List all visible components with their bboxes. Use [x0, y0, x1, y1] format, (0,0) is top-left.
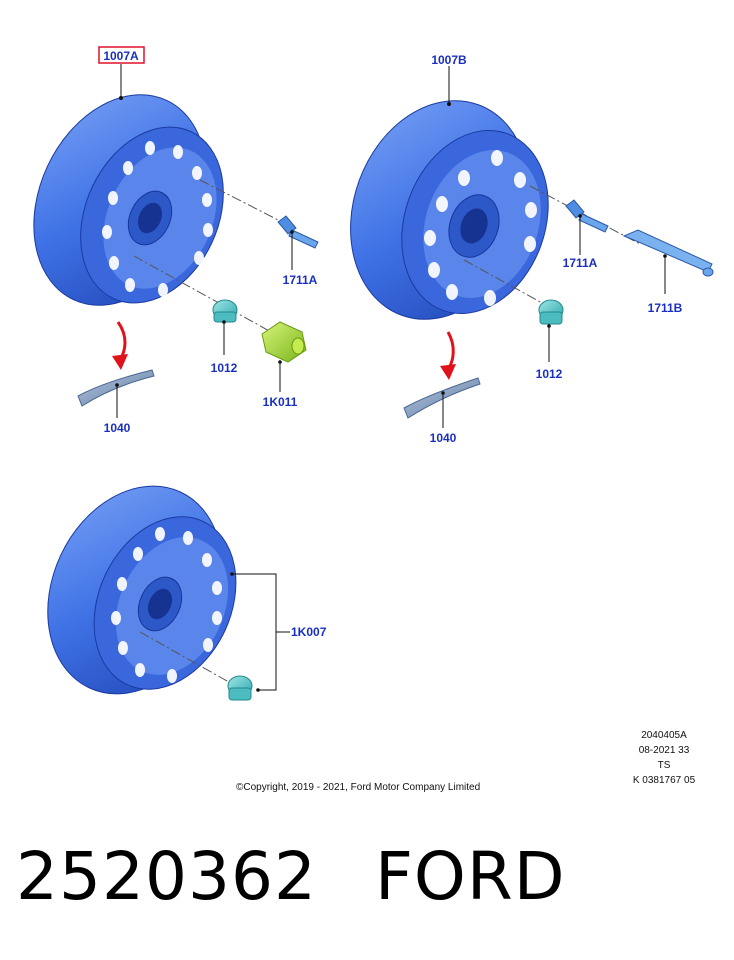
valve-stem-1711a-right — [565, 199, 609, 233]
valve-stem-1711a-left — [277, 215, 319, 249]
lock-nut-1k011 — [261, 321, 307, 363]
wheel-kit-1k007 — [47, 485, 237, 695]
drawing-meta: 2040405A 08-2021 33 TS K 0381767 05 — [604, 728, 724, 788]
callout-1012-right[interactable]: 1012 — [536, 367, 563, 381]
valve-extension-1711b — [622, 229, 714, 277]
caption: 2520362 FORD — [16, 838, 566, 915]
callout-1040-right[interactable]: 1040 — [430, 431, 457, 445]
wheel-1007a — [33, 94, 224, 306]
lug-nut-1012-left — [212, 299, 238, 323]
lug-nut-1012-right — [538, 299, 564, 325]
wheel-weight-1040-left — [77, 369, 155, 407]
drawing-code: 2040405A — [641, 730, 687, 741]
lug-nut-kit — [227, 675, 253, 701]
red-arrow-left — [112, 321, 128, 370]
callout-1711a-right[interactable]: 1711A — [563, 256, 598, 270]
callout-1007a[interactable]: 1007A — [103, 49, 139, 63]
red-arrow-right — [440, 331, 456, 380]
callout-1711a-left[interactable]: 1711A — [283, 273, 318, 287]
callout-1040-left[interactable]: 1040 — [104, 421, 131, 435]
part-number: 2520362 — [16, 838, 317, 915]
callout-1012-left[interactable]: 1012 — [211, 361, 238, 375]
drawing-ref: K 0381767 05 — [632, 775, 696, 786]
callout-1007b[interactable]: 1007B — [431, 53, 467, 67]
brand-name: FORD — [374, 838, 566, 915]
copyright-notice: ©Copyright, 2019 - 2021, Ford Motor Comp… — [236, 782, 481, 793]
wheel-1007b — [350, 100, 549, 320]
wheel-weight-1040-right — [403, 377, 481, 419]
drawing-ts: TS — [657, 760, 671, 771]
callout-1k011[interactable]: 1K011 — [263, 395, 298, 409]
kit-bracket-1k007 — [232, 573, 290, 691]
callout-1711b[interactable]: 1711B — [648, 301, 683, 315]
drawing-date: 08-2021 33 — [638, 745, 690, 756]
callout-1k007[interactable]: 1K007 — [291, 625, 327, 639]
highlight-box-1007a — [98, 46, 145, 64]
